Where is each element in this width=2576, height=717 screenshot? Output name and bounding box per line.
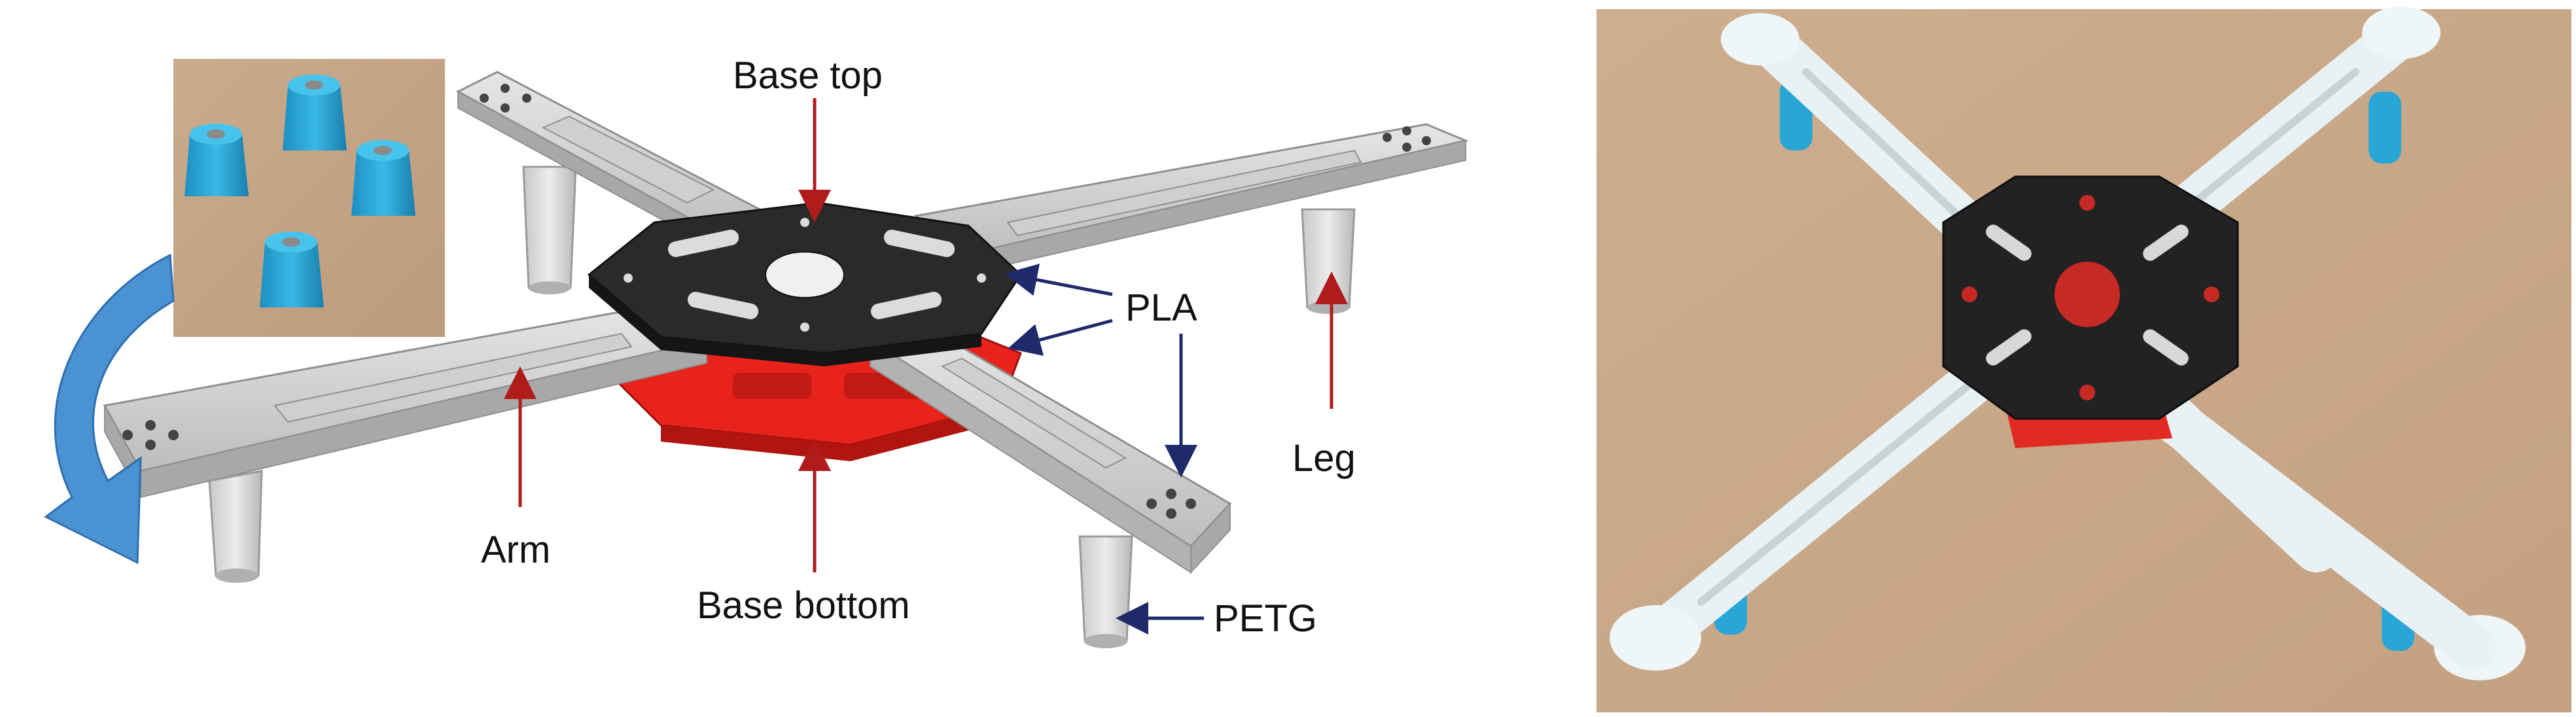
label-arm: Arm [481, 529, 550, 571]
motor-mount-holes [480, 84, 531, 113]
cad-front-legs [208, 470, 1133, 648]
blue-leg-1 [185, 124, 249, 196]
cad-back-legs [522, 166, 577, 294]
blue-leg-3 [351, 140, 415, 216]
labels: Base top PLA Leg Arm Base bottom PETG [481, 54, 1356, 640]
photo-assembled-frame [1597, 7, 2571, 712]
label-base-bottom: Base bottom [697, 584, 910, 627]
arrow-pla-bottom [1008, 319, 1113, 356]
arrow-pla-top [1004, 264, 1113, 296]
cad-render [44, 59, 1469, 648]
photo-base-top [1942, 175, 2239, 420]
cad-arm-back-right [913, 123, 1469, 276]
motor-mount-holes [122, 420, 179, 450]
blue-leg-4 [260, 232, 324, 307]
label-leg: Leg [1292, 437, 1356, 480]
cad-arm-front-left [103, 300, 709, 498]
inset-photo-blue-legs [173, 59, 445, 337]
label-base-top: Base top [733, 54, 883, 97]
curved-arrow-icon [44, 253, 175, 565]
motor-mount-holes [1383, 126, 1431, 152]
cad-base-top [587, 201, 1022, 366]
cad-arm-back-left [455, 71, 774, 260]
blue-leg-2 [283, 75, 347, 150]
cad-arm-front-right [868, 319, 1232, 574]
motor-mount-holes [1146, 489, 1196, 519]
label-petg: PETG [1214, 597, 1317, 640]
label-pla: PLA [1125, 287, 1197, 329]
label-arrows [504, 98, 1348, 635]
cad-leg-right [1301, 208, 1356, 314]
